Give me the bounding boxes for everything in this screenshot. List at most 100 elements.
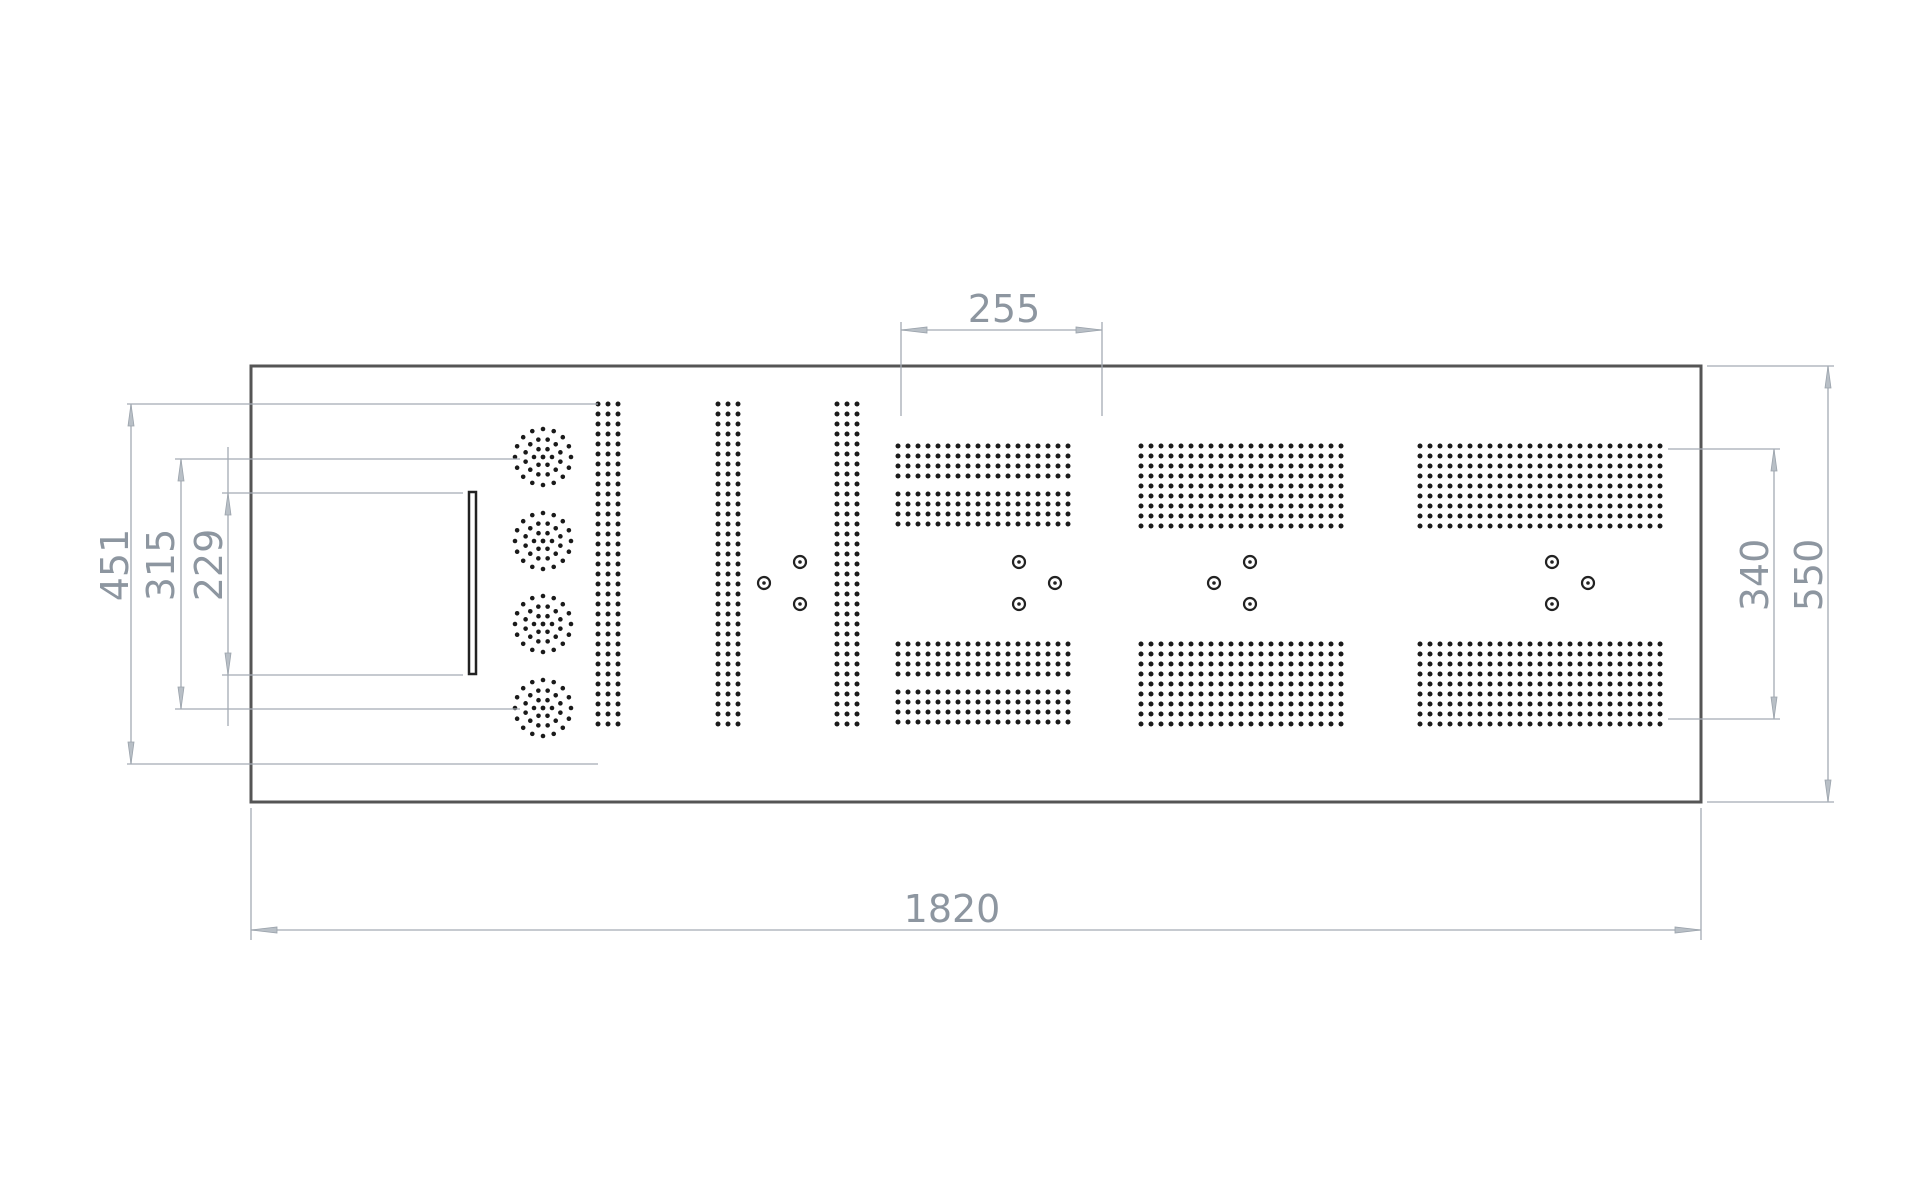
nozzle-hole — [1065, 689, 1071, 695]
nozzle-hole — [615, 571, 621, 577]
nozzle-hole — [1208, 453, 1214, 459]
nozzle-hole — [1427, 711, 1433, 717]
nozzle-hole — [1487, 513, 1493, 519]
nozzle-hole — [975, 661, 981, 667]
nozzle-hole — [1268, 493, 1274, 499]
nozzle-hole — [595, 551, 601, 557]
nozzle-hole — [715, 441, 721, 447]
nozzle-hole — [1208, 483, 1214, 489]
nozzle-hole — [1005, 491, 1011, 497]
nozzle-hole — [935, 473, 941, 479]
nozzle-hole — [1447, 463, 1453, 469]
nozzle-hole — [1005, 511, 1011, 517]
nozzle-hole — [595, 481, 601, 487]
nozzle-hole — [945, 491, 951, 497]
nozzle-hole — [1567, 453, 1573, 459]
nozzle-hole — [955, 641, 961, 647]
nozzle-hole — [1168, 651, 1174, 657]
nozzle-hole — [1298, 493, 1304, 499]
nozzle-hole — [536, 472, 541, 477]
nozzle-hole — [560, 434, 566, 440]
nozzle-hole — [1497, 651, 1503, 657]
nozzle-hole — [1587, 483, 1593, 489]
nozzle-hole — [975, 473, 981, 479]
nozzle-hole — [955, 473, 961, 479]
nozzle-hole — [1477, 493, 1483, 499]
nozzle-hole — [1427, 463, 1433, 469]
nozzle-hole — [1005, 501, 1011, 507]
nozzle-hole — [1627, 641, 1633, 647]
nozzle-hole — [1607, 701, 1613, 707]
nozzle-hole — [615, 541, 621, 547]
nozzle-hole — [1218, 443, 1224, 449]
nozzle-hole — [1298, 473, 1304, 479]
nozzle-hole — [1637, 453, 1643, 459]
nozzle-hole — [1417, 473, 1423, 479]
nozzle-hole — [834, 651, 840, 657]
nozzle-hole — [1577, 681, 1583, 687]
nozzle-hole — [965, 671, 971, 677]
nozzle-hole — [735, 551, 741, 557]
nozzle-hole — [512, 454, 518, 460]
nozzle-hole — [1318, 671, 1324, 677]
nozzle-hole — [1238, 641, 1244, 647]
nozzle-hole — [1158, 473, 1164, 479]
nozzle-hole — [536, 629, 541, 635]
nozzle-hole — [1497, 443, 1503, 449]
nozzle-hole — [1477, 453, 1483, 459]
nozzle-hole — [1597, 483, 1603, 489]
nozzle-hole — [1045, 641, 1051, 647]
nozzle-hole — [955, 501, 961, 507]
nozzle-hole — [735, 651, 741, 657]
nozzle-hole — [1198, 493, 1204, 499]
nozzle-hole — [1427, 493, 1433, 499]
nozzle-hole — [615, 401, 621, 407]
nozzle-hole — [854, 461, 860, 467]
nozzle-hole — [854, 481, 860, 487]
nozzle-hole — [1318, 651, 1324, 657]
nozzle-hole — [1537, 711, 1543, 717]
nozzle-hole — [595, 681, 601, 687]
nozzle-hole — [935, 719, 941, 725]
nozzle-hole — [1417, 701, 1423, 707]
nozzle-hole — [1268, 681, 1274, 687]
nozzle-hole — [735, 531, 741, 537]
nozzle-hole — [1045, 521, 1051, 527]
nozzle-hole — [834, 571, 840, 577]
nozzle-hole — [549, 454, 555, 460]
jet-fixing-center — [762, 581, 766, 585]
nozzle-hole — [1055, 453, 1061, 459]
nozzle-hole — [605, 631, 611, 637]
nozzle-hole — [1457, 721, 1463, 727]
nozzle-hole — [735, 541, 741, 547]
nozzle-hole — [1228, 463, 1234, 469]
nozzle-hole — [527, 692, 533, 698]
nozzle-hole — [1308, 523, 1314, 529]
nozzle-hole — [1657, 523, 1663, 529]
nozzle-hole — [975, 699, 981, 705]
nozzle-hole — [985, 641, 991, 647]
nozzle-hole — [1597, 463, 1603, 469]
nozzle-hole — [1248, 453, 1254, 459]
nozzle-hole — [915, 453, 921, 459]
nozzle-hole — [1198, 503, 1204, 509]
nozzle-hole — [1637, 503, 1643, 509]
nozzle-hole — [725, 711, 731, 717]
nozzle-hole — [844, 601, 850, 607]
nozzle-hole — [1577, 523, 1583, 529]
nozzle-hole — [529, 679, 535, 685]
nozzle-hole — [520, 434, 526, 440]
nozzle-hole — [1148, 513, 1154, 519]
nozzle-hole — [1015, 641, 1021, 647]
nozzle-hole — [985, 671, 991, 677]
nozzle-hole — [615, 521, 621, 527]
nozzle-hole — [1065, 709, 1071, 715]
nozzle-hole — [545, 462, 550, 468]
nozzle-hole — [566, 694, 572, 700]
nozzle-hole — [514, 716, 520, 722]
nozzle-hole — [844, 531, 850, 537]
nozzle-hole — [1617, 681, 1623, 687]
nozzle-hole — [1188, 641, 1194, 647]
jet-fixing-center — [1586, 581, 1590, 585]
nozzle-hole — [1338, 701, 1344, 707]
